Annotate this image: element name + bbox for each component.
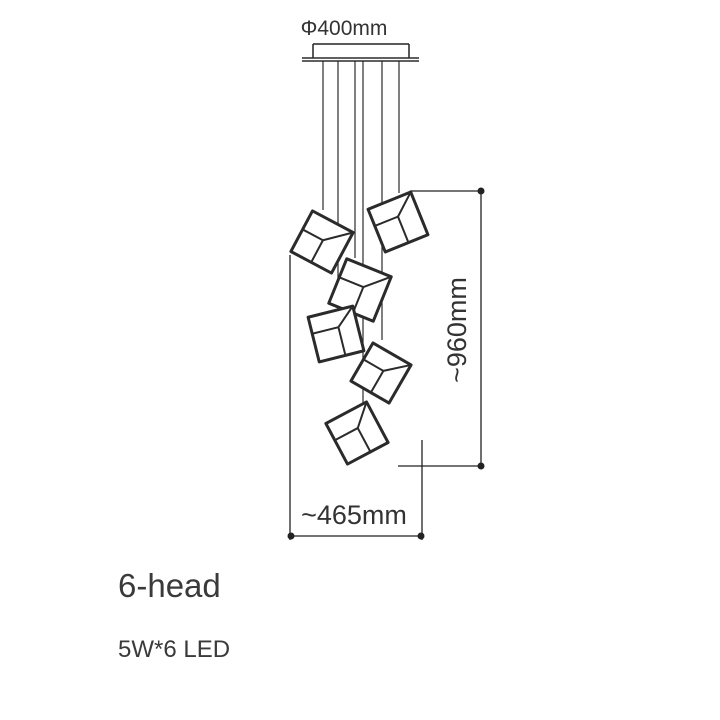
ceiling-canopy bbox=[302, 57, 419, 62]
overall-width-label: ~465mm bbox=[301, 500, 407, 530]
canopy-diameter-label: Φ400mm bbox=[301, 17, 388, 40]
cube-icon bbox=[366, 190, 430, 254]
cube-icon bbox=[289, 209, 355, 275]
cube-icon bbox=[349, 341, 413, 405]
drop-height-dimension bbox=[398, 187, 485, 470]
cube-icon bbox=[324, 400, 390, 466]
drop-height-label: ~960mm bbox=[442, 277, 472, 383]
led-spec-text: 5W*6 LED bbox=[118, 636, 231, 663]
canopy-diameter-dimension bbox=[312, 43, 410, 58]
head-count-title: 6-head bbox=[118, 567, 221, 604]
cube-icon bbox=[306, 304, 366, 364]
overall-width-dimension bbox=[287, 255, 425, 540]
pendant-heads bbox=[289, 190, 430, 466]
